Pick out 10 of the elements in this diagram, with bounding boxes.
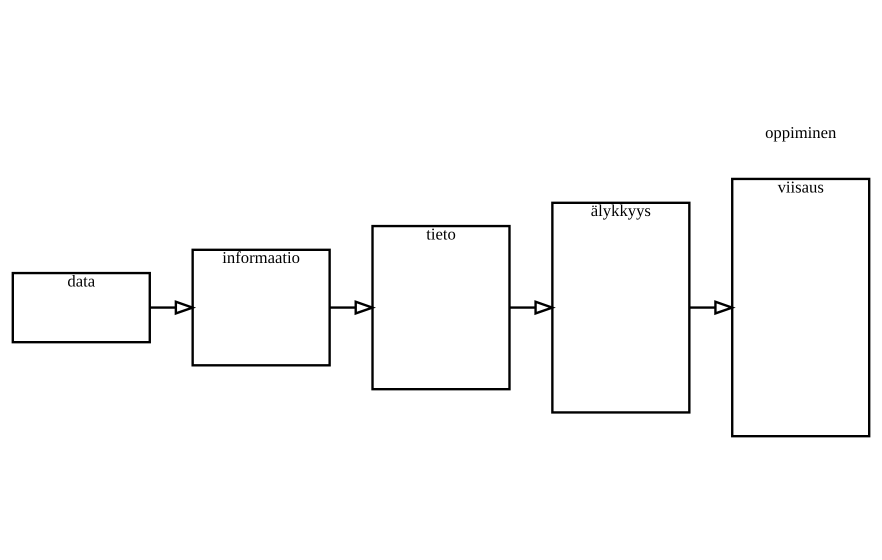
- arrow: [330, 300, 376, 315]
- node-box: älykkyys: [551, 201, 691, 414]
- label: oppiminen: [765, 122, 836, 142]
- node-box: data: [12, 271, 151, 343]
- node-box: viisaus: [731, 177, 870, 437]
- node-box: tieto: [371, 224, 511, 390]
- arrow: [150, 300, 196, 315]
- arrow: [690, 300, 736, 315]
- arrow: [510, 300, 556, 315]
- node-box: informaatio: [191, 248, 331, 366]
